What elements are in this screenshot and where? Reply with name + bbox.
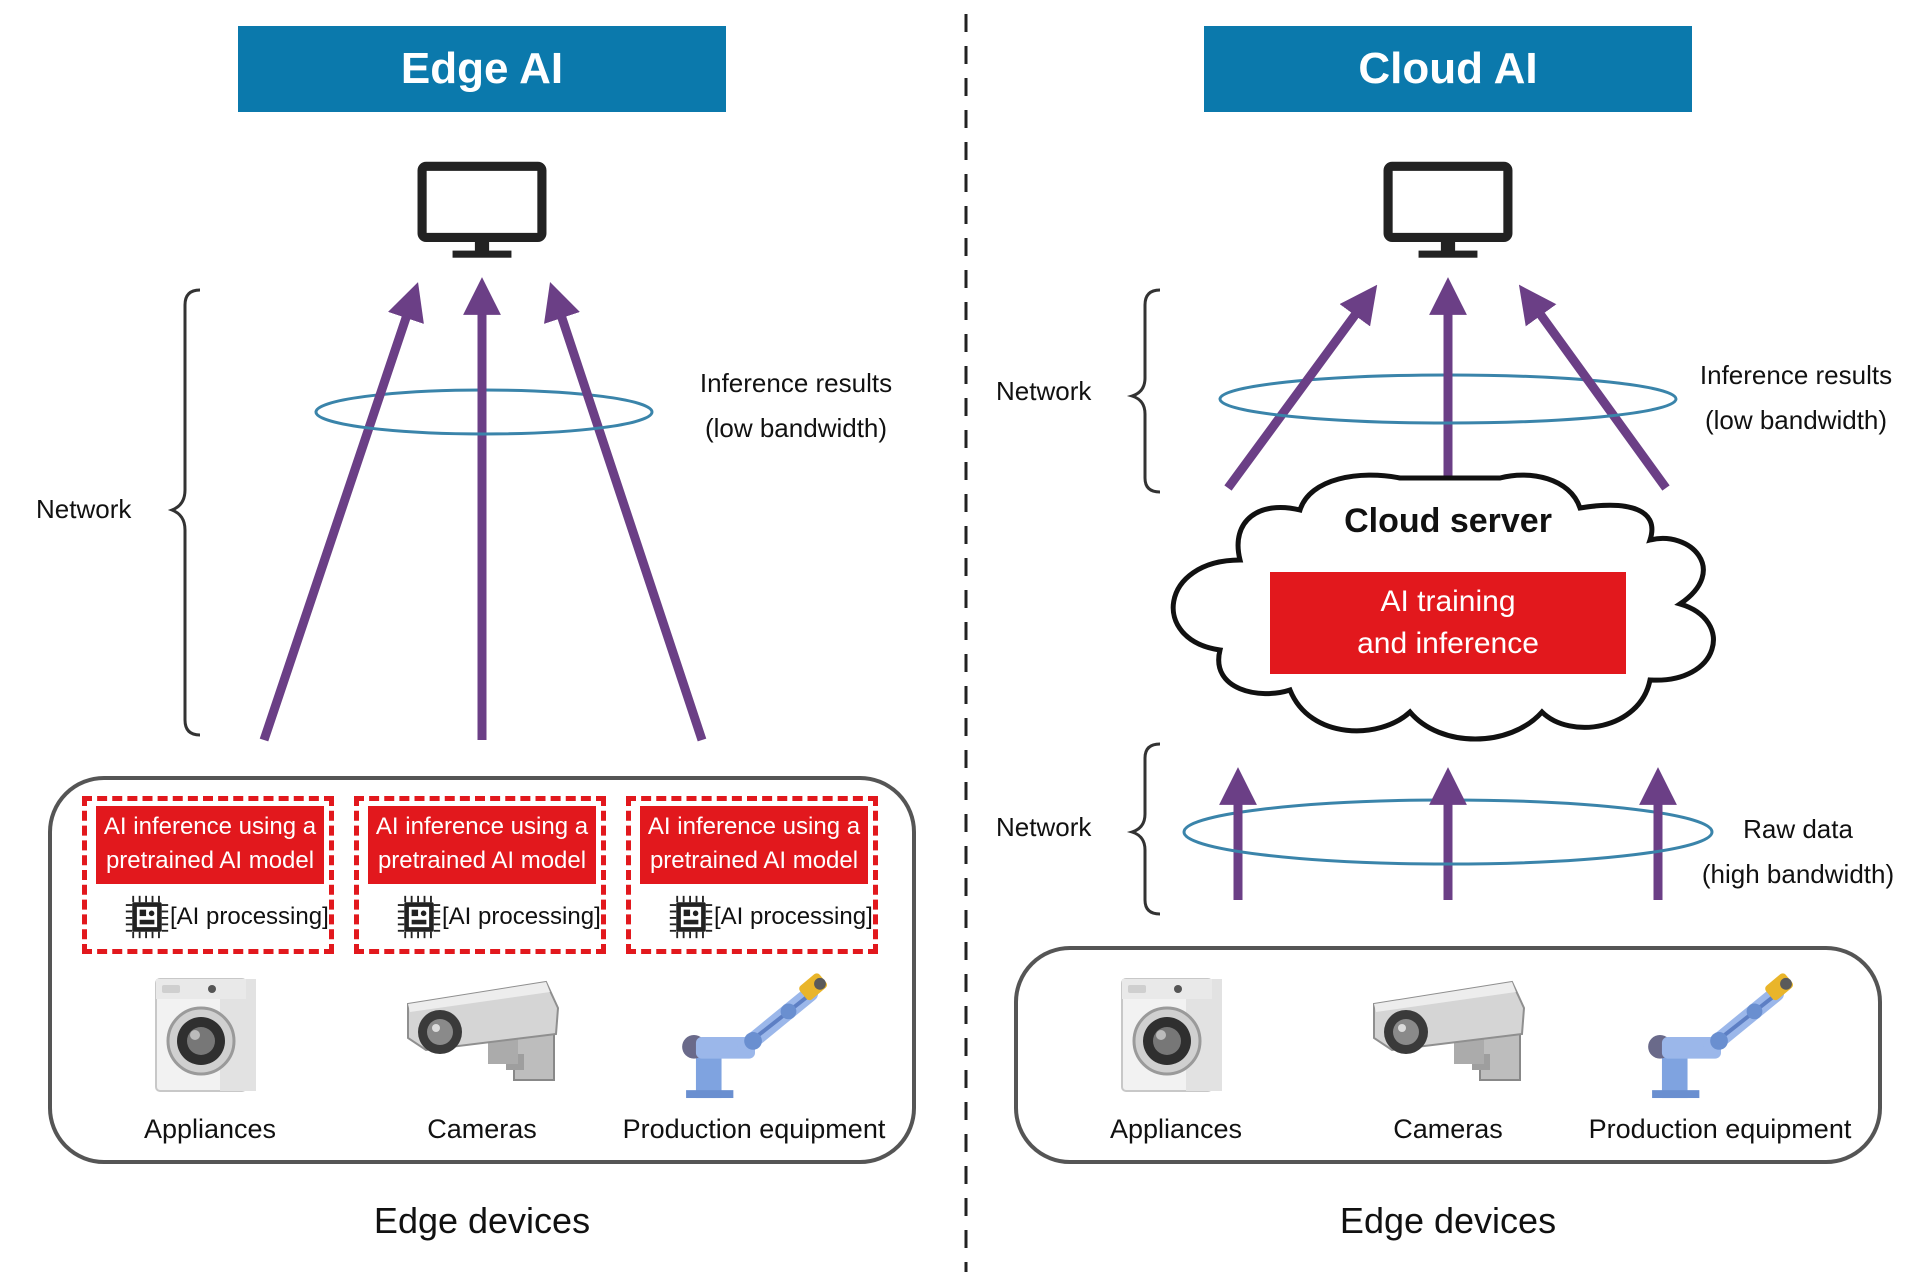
cloud-network-brace-top — [1126, 288, 1161, 494]
edge-inference-box-3 — [626, 796, 878, 954]
cloud-training-box: AI training and inference — [1270, 572, 1626, 674]
cloud-monitor-icon — [1388, 166, 1508, 257]
cloud-network-label-top: Network — [996, 376, 1092, 406]
edge-chip-row-2: [AI processing] — [396, 894, 601, 940]
edge-ai-banner: Edge AI — [238, 26, 726, 112]
cloud-ring-top-front — [1218, 398, 1678, 425]
cloud-raw-data-line2: (high bandwidth) — [1701, 859, 1895, 889]
edge-inference-1-line2: pretrained AI model — [105, 847, 315, 874]
edge-inference-2-line2: pretrained AI model — [377, 847, 587, 874]
edge-ring-front — [314, 411, 654, 436]
cloud-devices-box — [1014, 946, 1882, 1164]
edge-chip-row-3: [AI processing] — [668, 894, 873, 940]
cloud-network-brace-bottom — [1126, 742, 1161, 916]
cloud-server-label: Cloud server — [1336, 502, 1560, 541]
edge-inference-1-line1: AI inference using a — [103, 813, 317, 840]
cloud-results-line2: (low bandwidth) — [1704, 405, 1888, 435]
edge-arrow-right — [544, 282, 707, 742]
edge-arrow-left — [259, 282, 424, 742]
edge-inference-2-line1: AI inference using a — [375, 813, 589, 840]
edge-inference-3-line1: AI inference using a — [647, 813, 861, 840]
edge-devices-box — [48, 776, 916, 1164]
cloud-ring-bottom-front — [1182, 831, 1714, 866]
edge-inference-label-3: AI inference using a pretrained AI model — [640, 806, 868, 884]
edge-chip-label-2: [AI processing] — [442, 903, 601, 930]
edge-device-label-cameras: Cameras — [427, 1114, 537, 1144]
ai-chip-icon — [668, 894, 714, 940]
cloud-arrow-up-right — [1518, 284, 1670, 491]
ai-chip-icon — [396, 894, 442, 940]
ai-chip-icon — [124, 894, 170, 940]
edge-monitor-icon — [422, 166, 542, 257]
edge-inference-label-2: AI inference using a pretrained AI model — [368, 806, 596, 884]
cloud-network-label-bottom: Network — [996, 812, 1092, 842]
cloud-device-label-cameras: Cameras — [1393, 1114, 1503, 1144]
edge-inference-3-line2: pretrained AI model — [649, 847, 859, 874]
edge-network-brace — [167, 288, 201, 737]
cloud-training-line1: AI training — [1380, 585, 1516, 618]
edge-inference-box-1 — [82, 796, 334, 954]
cloud-training-line2: and inference — [1357, 627, 1539, 660]
edge-results-line2: (low bandwidth) — [704, 413, 888, 443]
edge-chip-row-1: [AI processing] — [124, 894, 329, 940]
cloud-raw-data-line1: Raw data — [1743, 814, 1853, 844]
edge-inference-box-2 — [354, 796, 606, 954]
edge-devices-caption: Edge devices — [373, 1200, 591, 1241]
cloud-devices-caption: Edge devices — [1339, 1200, 1557, 1241]
cloud-ai-banner: Cloud AI — [1204, 26, 1692, 112]
edge-inference-label-1: AI inference using a pretrained AI model — [96, 806, 324, 884]
cloud-results-line1: Inference results — [1699, 360, 1893, 390]
cloud-device-label-production: Production equipment — [1588, 1114, 1852, 1144]
edge-device-label-appliances: Appliances — [143, 1114, 277, 1144]
cloud-arrow-up-left — [1224, 284, 1378, 491]
edge-device-label-production: Production equipment — [622, 1114, 886, 1144]
cloud-device-label-appliances: Appliances — [1109, 1114, 1243, 1144]
edge-chip-label-1: [AI processing] — [170, 903, 329, 930]
edge-results-line1: Inference results — [699, 368, 893, 398]
edge-network-label: Network — [36, 494, 132, 524]
edge-chip-label-3: [AI processing] — [714, 903, 873, 930]
